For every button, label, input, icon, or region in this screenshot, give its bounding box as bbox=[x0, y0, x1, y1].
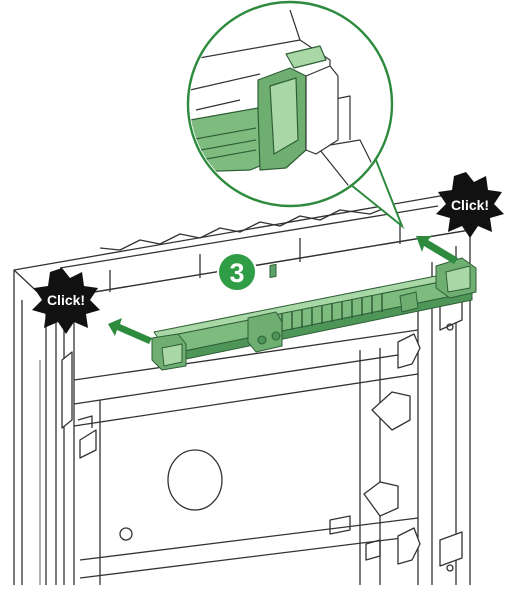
arrow-icon-right bbox=[416, 236, 458, 264]
din-rail-assembly bbox=[151, 257, 477, 371]
click-label-left: Click! bbox=[47, 292, 85, 308]
starburst-icon-left: Click! bbox=[32, 268, 100, 334]
arrow-icon-left bbox=[108, 318, 152, 344]
click-label-right: Click! bbox=[451, 197, 489, 213]
enclosure-frame bbox=[13, 195, 471, 585]
step-badge: 3 bbox=[217, 252, 257, 292]
step-number: 3 bbox=[229, 258, 244, 288]
starburst-icon-right: Click! bbox=[436, 172, 504, 238]
zoom-detail-circle bbox=[186, 0, 405, 230]
